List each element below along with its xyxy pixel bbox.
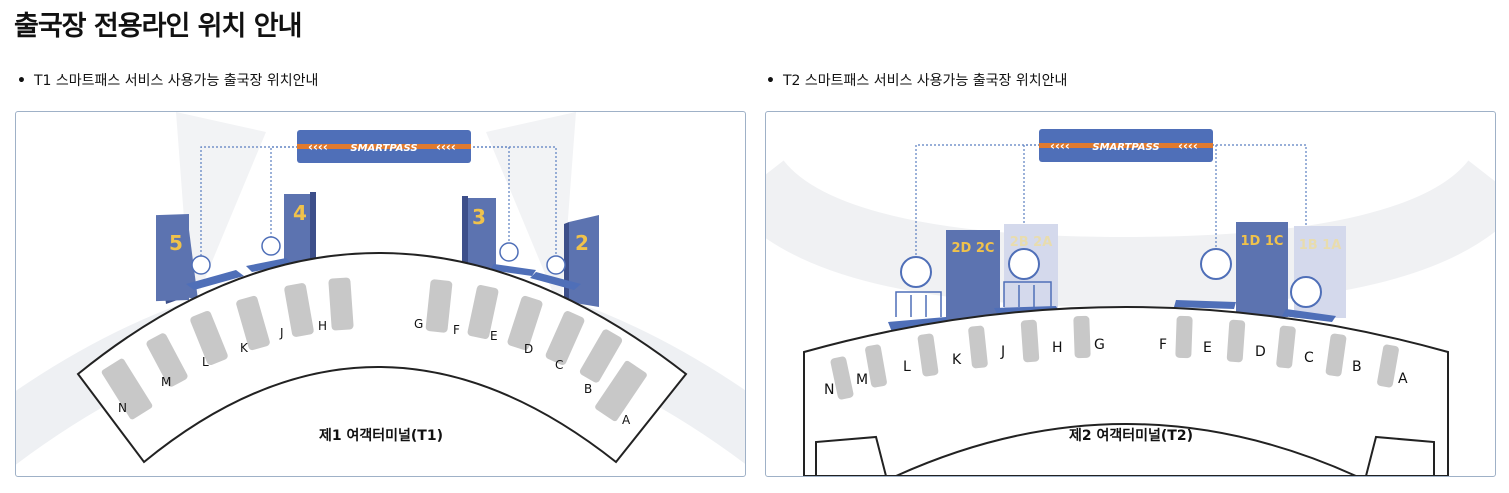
t1-gate-5: 5	[156, 213, 198, 304]
t2-counter-labels: N M L K J H G F E D C B A	[824, 337, 1408, 398]
t1-counter-label-a: A	[622, 413, 631, 427]
t1-section-label: T1 스마트패스 서비스 사용가능 출국장 위치안내	[17, 70, 318, 90]
t2-map: ‹‹‹‹ ‹‹‹‹ SMARTPASS 2D 2C 2B 2A 1D 1C 1B…	[766, 129, 1495, 476]
t2-counter-label-a: A	[1398, 371, 1408, 387]
t1-counter-label-b: B	[584, 382, 592, 396]
t2-map-panel: ‹‹‹‹ ‹‹‹‹ SMARTPASS 2D 2C 2B 2A 1D 1C 1B…	[765, 111, 1496, 477]
t1-counter-label-j: J	[279, 326, 284, 340]
t1-counter-label-k: K	[240, 341, 249, 355]
t2-counters	[830, 315, 1399, 400]
t1-counter-label-n: N	[118, 401, 127, 415]
t1-counter-label-g: G	[414, 317, 423, 331]
svg-text:5: 5	[169, 231, 183, 255]
svg-text:‹‹‹‹: ‹‹‹‹	[1050, 139, 1070, 153]
t2-outline-left-lower	[815, 435, 887, 476]
svg-text:‹‹‹‹: ‹‹‹‹	[1178, 139, 1198, 153]
t1-map: ‹‹‹‹ ‹‹‹‹ SMARTPASS 5 4 3 2	[16, 112, 745, 465]
t2-counter-label-n: N	[824, 382, 834, 398]
t1-counter-label-e: E	[490, 329, 498, 343]
t2-terminal-outline	[803, 306, 1449, 476]
t2-gate-2d2c: 2D 2C	[946, 230, 1000, 325]
t2-counter-label-l: L	[903, 359, 911, 375]
t2-counter-label-h: H	[1052, 340, 1063, 356]
t1-counter-label-d: D	[524, 342, 533, 356]
t1-gate-3: 3	[462, 196, 496, 268]
t2-counter-label-g: G	[1094, 337, 1105, 353]
t1-gate-4: 4	[284, 192, 316, 270]
t2-counter-label-f: F	[1159, 337, 1167, 353]
t1-counter-label-c: C	[555, 358, 563, 372]
svg-text:3: 3	[472, 205, 486, 229]
t2-bg-arc	[766, 159, 1495, 308]
svg-text:SMARTPASS: SMARTPASS	[350, 143, 417, 154]
t2-counter-label-b: B	[1352, 359, 1362, 375]
t2-outline-right-lower	[1365, 435, 1435, 476]
svg-text:4: 4	[293, 201, 307, 225]
t2-smartpass-sign: ‹‹‹‹ ‹‹‹‹ SMARTPASS	[1039, 129, 1213, 162]
svg-text:2D 2C: 2D 2C	[952, 241, 995, 256]
svg-text:2B 2A: 2B 2A	[1010, 235, 1053, 250]
t1-counter-label-h: H	[318, 319, 327, 333]
t2-inner-arc	[895, 423, 1357, 476]
t2-floor-markers	[888, 248, 1336, 332]
t2-section-label: T2 스마트패스 서비스 사용가능 출국장 위치안내	[766, 70, 1067, 90]
t1-counter-label-f: F	[453, 323, 460, 337]
t2-terminal-name: 제2 여객터미널(T2)	[1069, 427, 1193, 444]
page-title: 출국장 전용라인 위치 안내	[14, 11, 302, 42]
t1-smartpass-sign: ‹‹‹‹ ‹‹‹‹ SMARTPASS	[297, 130, 471, 163]
t1-counter-label-l: L	[202, 355, 209, 369]
t1-floor-markers	[186, 236, 581, 290]
t2-counter-label-c: C	[1304, 350, 1314, 366]
t2-counter-label-k: K	[952, 352, 962, 368]
svg-text:SMARTPASS: SMARTPASS	[1092, 142, 1159, 153]
t2-counter-label-j: J	[1000, 344, 1005, 360]
svg-text:2: 2	[575, 231, 589, 255]
t2-counter-label-e: E	[1203, 340, 1212, 356]
t1-terminal-name: 제1 여객터미널(T1)	[319, 427, 443, 444]
svg-text:1B 1A: 1B 1A	[1299, 238, 1342, 253]
svg-text:1D 1C: 1D 1C	[1241, 234, 1284, 249]
t2-counter-label-m: M	[856, 372, 868, 388]
svg-text:‹‹‹‹: ‹‹‹‹	[308, 140, 328, 154]
t2-gate-1d1c: 1D 1C	[1236, 222, 1288, 317]
t1-map-panel: ‹‹‹‹ ‹‹‹‹ SMARTPASS 5 4 3 2	[15, 111, 746, 477]
t1-counters	[101, 277, 647, 422]
t1-counter-labels: N M L K J H G F E D C B A	[118, 317, 631, 427]
t1-connector-lines	[200, 146, 557, 257]
t2-counter-label-d: D	[1255, 344, 1266, 360]
t1-gate-2: 2	[564, 215, 599, 307]
t1-counter-label-m: M	[161, 375, 171, 389]
svg-text:‹‹‹‹: ‹‹‹‹	[436, 140, 456, 154]
